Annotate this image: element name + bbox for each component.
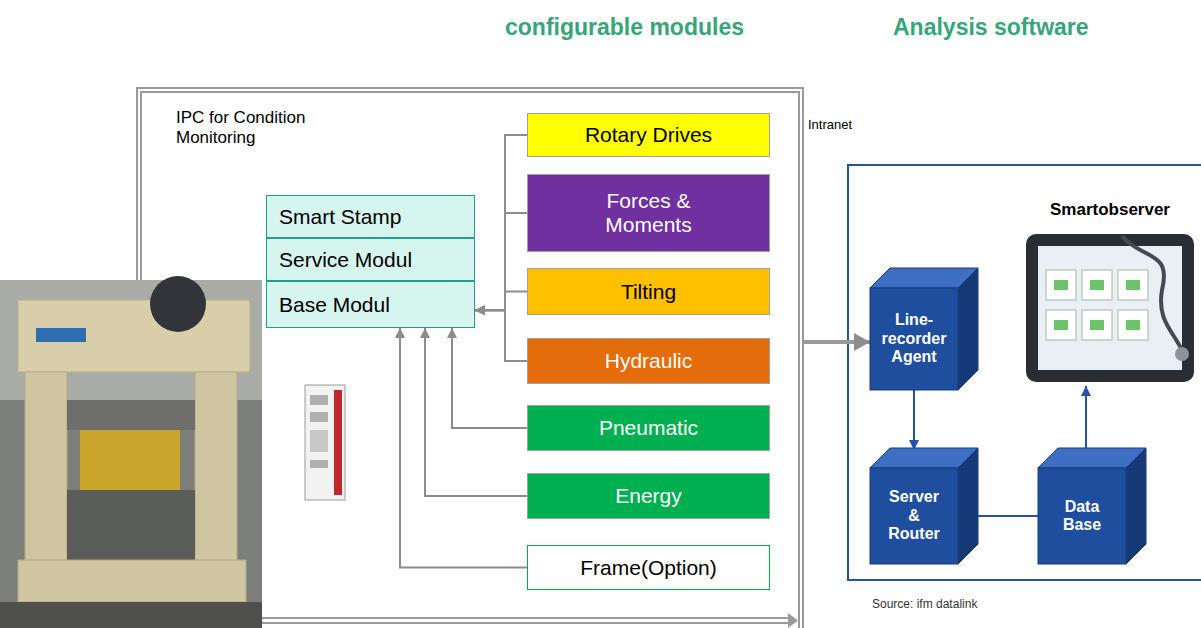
source-note: Source: ifm datalink <box>872 597 977 611</box>
press-column <box>25 372 67 567</box>
cube-shape <box>870 448 978 564</box>
node-label: Pneumatic <box>599 416 698 440</box>
screen-tile <box>1118 270 1148 300</box>
node-label: Base Modul <box>279 293 390 317</box>
sensor-module: Frame(Option) <box>527 545 770 590</box>
software-module: Base Modul <box>266 281 475 328</box>
server-cube: Line- recorder Agent <box>870 268 978 390</box>
screen-tile <box>1082 270 1112 300</box>
node-label: IPC for Condition Monitoring <box>176 108 346 149</box>
screen-tile <box>1118 310 1148 340</box>
device-port <box>310 395 328 405</box>
press-die-space <box>67 490 195 560</box>
ipc-device <box>305 385 345 500</box>
stethoscope-head <box>1175 347 1189 361</box>
return-arrowhead <box>788 613 798 628</box>
section-heading: configurable modules <box>505 14 744 41</box>
connector <box>400 328 527 568</box>
connector <box>475 135 527 310</box>
screen-indicator <box>1126 280 1140 290</box>
node-label: Forces & Moments <box>586 189 711 237</box>
device-body <box>305 385 345 500</box>
software-module: Smart Stamp <box>266 195 475 238</box>
connector <box>978 515 1038 517</box>
screen-indicator <box>1090 280 1104 290</box>
sensor-module: Rotary Drives <box>527 113 770 157</box>
device-port <box>310 412 328 422</box>
server-cube: Data Base <box>1038 448 1146 564</box>
cube-front <box>1038 468 1126 564</box>
node-label: Server & Router <box>884 488 944 543</box>
node-label: Service Modul <box>279 248 412 272</box>
press-photo <box>0 276 262 628</box>
sensor-module: Hydraulic <box>527 338 770 384</box>
return-line-a <box>262 617 790 619</box>
cube-side <box>958 448 978 564</box>
device-strip <box>334 390 342 495</box>
device-port <box>310 460 328 468</box>
screen-tile <box>1046 310 1076 340</box>
cube-side <box>1126 448 1146 564</box>
bottom-return-line <box>262 613 798 628</box>
cube-shape <box>870 268 978 390</box>
analysis-region <box>848 165 1201 580</box>
stethoscope <box>1122 236 1182 350</box>
sensor-module: Forces & Moments <box>527 174 770 252</box>
screen-tile <box>1046 270 1076 300</box>
connector <box>913 390 915 450</box>
photo-floor <box>0 602 262 628</box>
press-crown <box>18 300 250 372</box>
sensor-module: Energy <box>527 473 770 519</box>
photo-ground <box>0 280 262 628</box>
network-label: Intranet <box>808 117 852 132</box>
node-label: Frame(Option) <box>580 556 717 580</box>
tablet-app: Smartobserver <box>1022 200 1198 386</box>
device-port <box>310 430 328 452</box>
sensor-module: Tilting <box>527 268 770 315</box>
connector <box>475 213 527 310</box>
press-bed <box>18 560 246 602</box>
tablet-body <box>1026 234 1194 382</box>
cube-front <box>870 468 958 564</box>
press-slide <box>80 430 180 490</box>
screen-indicator <box>1054 320 1068 330</box>
connector <box>425 328 527 496</box>
software-module: Service Modul <box>266 238 475 281</box>
press-flywheel <box>150 276 206 332</box>
app-title: Smartobserver <box>1022 200 1198 220</box>
tablet-picture <box>1022 230 1198 386</box>
return-line-b <box>262 622 790 624</box>
press-logo <box>36 328 86 342</box>
connector <box>1085 386 1087 456</box>
sensor-module: Pneumatic <box>527 405 770 451</box>
node-label: Smart Stamp <box>279 205 402 229</box>
screen-indicator <box>1054 280 1068 290</box>
connector <box>475 292 527 311</box>
screen-indicator <box>1126 320 1140 330</box>
node-label: Energy <box>615 484 682 508</box>
screen-tile <box>1082 310 1112 340</box>
cube-side <box>958 268 978 390</box>
node-label: Line- recorder Agent <box>872 311 956 366</box>
screen-indicator <box>1090 320 1104 330</box>
node-label: Tilting <box>621 280 676 304</box>
server-cube: Server & Router <box>870 448 978 564</box>
section-heading: Analysis software <box>893 14 1089 41</box>
connector <box>803 340 870 344</box>
node-label: Data Base <box>1052 498 1112 535</box>
cube-front <box>870 288 958 390</box>
node-label: Rotary Drives <box>585 123 712 147</box>
press-column <box>195 372 237 567</box>
node-label: Hydraulic <box>605 349 693 373</box>
monitoring-frame: IPC for Condition MonitoringSmart StampS… <box>137 88 803 628</box>
connector <box>452 328 527 428</box>
press-slide-guide <box>67 400 195 430</box>
connector <box>475 310 527 361</box>
